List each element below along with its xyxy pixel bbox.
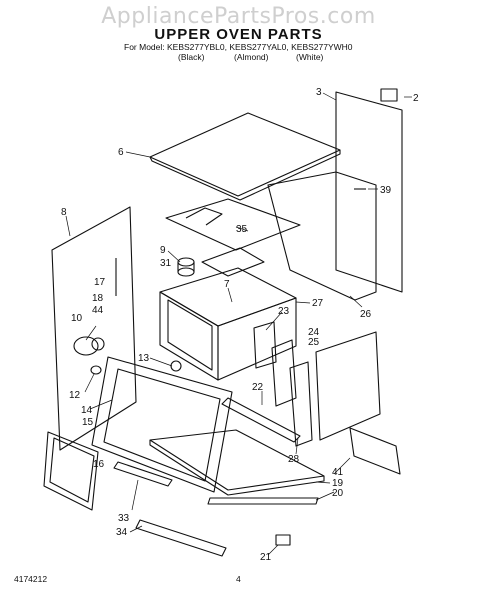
- oven-opening: [167, 299, 213, 371]
- support-rail: [221, 397, 301, 443]
- lower-trim: [135, 519, 227, 557]
- callout-19: 19: [332, 478, 344, 489]
- rear-side-panel: [267, 171, 377, 301]
- callout-27: 27: [312, 298, 324, 309]
- trim-piece: [349, 427, 401, 475]
- callout-16: 16: [93, 459, 105, 470]
- back-panel: [335, 91, 403, 293]
- diagram-title: UPPER OVEN PARTS: [154, 26, 323, 43]
- clip: [275, 534, 291, 546]
- leader-lines: [65, 92, 412, 556]
- top-panel-edge: [149, 150, 341, 201]
- callout-35: 35: [236, 224, 248, 235]
- oven-top-cover: [165, 198, 301, 251]
- light-socket: [90, 365, 102, 375]
- callout-25: 25: [308, 337, 320, 348]
- callout-22: 22: [252, 382, 264, 393]
- side-panel: [51, 206, 137, 451]
- vent-strip: [113, 461, 173, 487]
- front-trim: [207, 497, 319, 505]
- door-side-panel: [315, 331, 381, 441]
- callout-28: 28: [288, 454, 300, 465]
- door-frame-inner: [103, 368, 221, 482]
- callout-21: 21: [260, 552, 272, 563]
- callout-3: 3: [316, 87, 322, 98]
- callout-18: 18: [92, 293, 104, 304]
- door-hinge: [271, 339, 297, 407]
- finish-white: (White): [296, 52, 324, 62]
- callout-8: 8: [61, 207, 67, 218]
- callout-23: 23: [278, 306, 290, 317]
- callout-10: 10: [71, 313, 83, 324]
- finish-black: (Black): [178, 52, 205, 62]
- thermostat-sensor: [177, 257, 195, 267]
- oven-light: [170, 360, 182, 372]
- finish-almond: (Almond): [234, 52, 269, 62]
- callout-7: 7: [224, 279, 230, 290]
- top-panel: [149, 112, 341, 197]
- callout-31: 31: [160, 258, 172, 269]
- callout-33: 33: [118, 513, 130, 524]
- door-gasket: [43, 431, 99, 511]
- watermark: AppliancePartsPros.com: [101, 4, 376, 29]
- callout-14: 14: [81, 405, 93, 416]
- bracket-part: [380, 88, 398, 102]
- callout-26: 26: [360, 309, 372, 320]
- cavity-bracket: [201, 247, 265, 277]
- callout-34: 34: [116, 527, 128, 538]
- callout-44: 44: [92, 305, 104, 316]
- hinge-arm: [289, 361, 313, 447]
- oven-cavity-top: [159, 267, 297, 327]
- cover-vent: [185, 207, 223, 226]
- oven-cavity-front: [159, 291, 219, 381]
- selector-switch: [73, 336, 99, 356]
- callout-6: 6: [118, 147, 124, 158]
- door-frame: [91, 356, 233, 493]
- callout-20: 20: [332, 488, 344, 499]
- callout-9: 9: [160, 245, 166, 256]
- control-bracket: [253, 321, 277, 369]
- footer-page-number: 4: [236, 574, 241, 584]
- footer-part-number: 4174212: [14, 574, 48, 584]
- callout-15: 15: [82, 417, 94, 428]
- callout-12: 12: [69, 390, 81, 401]
- callout-24: 24: [308, 327, 320, 338]
- callout-13: 13: [138, 353, 150, 364]
- callout-39: 39: [380, 185, 392, 196]
- callout-41: 41: [332, 467, 344, 478]
- callout-2: 2: [413, 93, 419, 104]
- oven-cavity-side: [217, 297, 297, 381]
- callout-17: 17: [94, 277, 106, 288]
- model-list: For Model: KEBS277YBL0, KEBS277YAL0, KEB…: [124, 42, 353, 52]
